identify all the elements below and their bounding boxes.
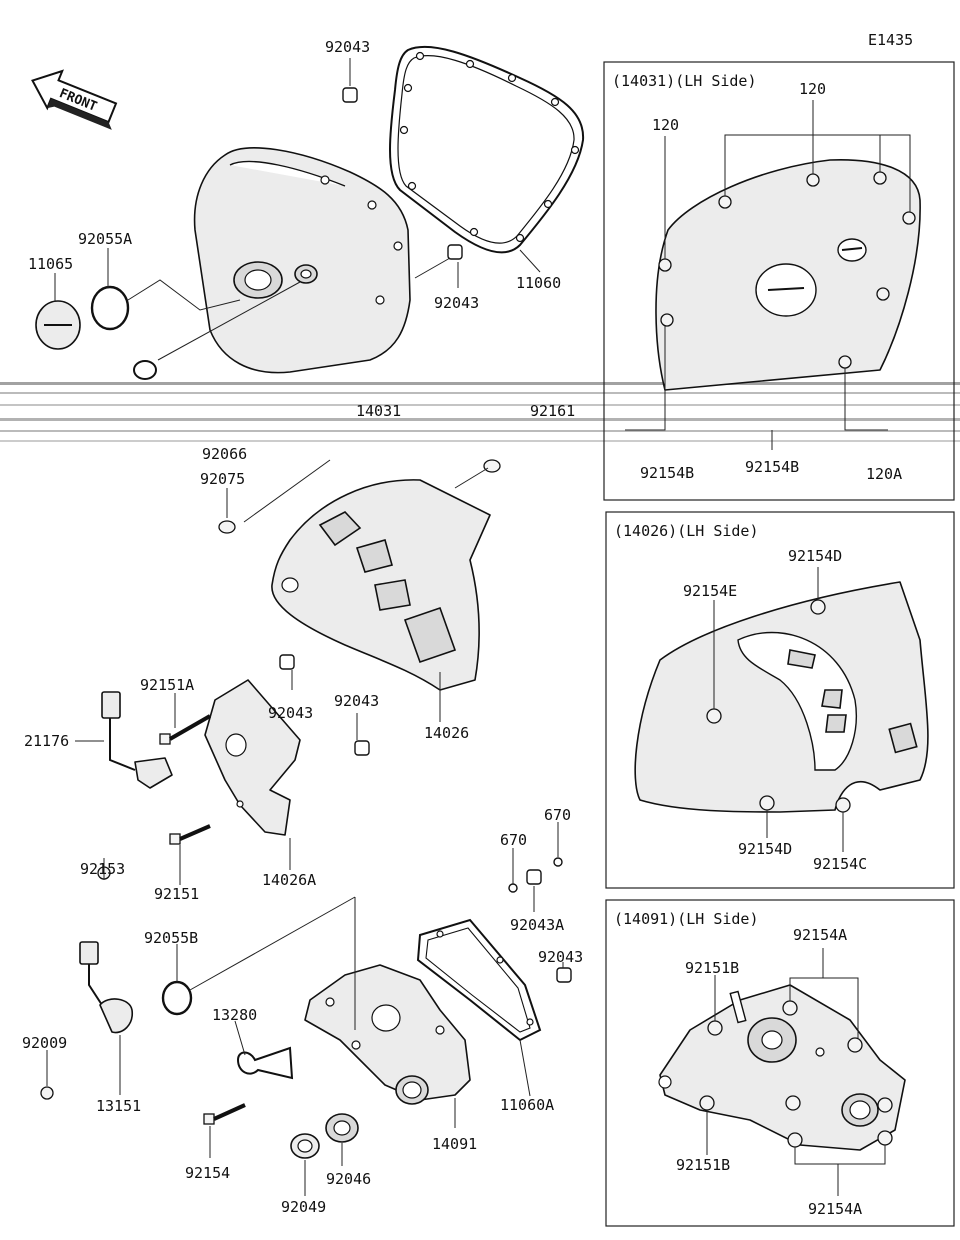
inset-box-14031: [603, 61, 955, 501]
inset-box-14026: [605, 511, 955, 889]
callout-92043-top: 92043: [325, 38, 370, 56]
scan-distortion: [0, 382, 960, 442]
callout-11065: 11065: [28, 255, 73, 273]
callout-14091: 14091: [432, 1135, 477, 1153]
o-ring-small: [133, 360, 157, 380]
bolt-92154: [203, 1103, 246, 1125]
callout-92046: 92046: [326, 1170, 371, 1188]
inset2-callout-92154D-a: 92154D: [788, 547, 842, 565]
sprocket-cover-14026: [271, 479, 491, 691]
spring-13280: [236, 1046, 294, 1080]
bolt-92009: [40, 1086, 54, 1100]
callout-670-b: 670: [544, 806, 571, 824]
callout-92055A: 92055A: [78, 230, 132, 248]
inset2-callout-92154D-b: 92154D: [738, 840, 792, 858]
nut-92075: [218, 520, 236, 534]
callout-670-a: 670: [500, 831, 527, 849]
inset-box-14091: [605, 899, 955, 1227]
callout-92153: 92153: [80, 860, 125, 878]
bolt-92151A: [159, 714, 211, 745]
front-arrow-icon: FRONT: [31, 69, 118, 130]
callout-92151A: 92151A: [140, 676, 194, 694]
callout-92043-c: 92043: [538, 948, 583, 966]
callout-92154: 92154: [185, 1164, 230, 1182]
plug-11065: [35, 300, 81, 350]
bolt-14026-top: [483, 459, 501, 473]
inset2-callout-92154E: 92154E: [683, 582, 737, 600]
inset3-callout-92154A-b: 92154A: [808, 1200, 862, 1218]
callout-92151: 92151: [154, 885, 199, 903]
callout-13280: 13280: [212, 1006, 257, 1024]
callout-11060A: 11060A: [500, 1096, 554, 1114]
inset-title-14026: (14026)(LH Side): [614, 522, 759, 540]
dowel-pin-top: [342, 87, 358, 103]
inset2-callout-92154C: 92154C: [813, 855, 867, 873]
callout-92161: 92161: [530, 402, 575, 420]
callout-11060: 11060: [516, 274, 561, 292]
sensor-13151: [79, 941, 133, 1034]
clutch-cover-14031: [193, 147, 411, 374]
callout-13151: 13151: [96, 1097, 141, 1115]
inset1-callout-120-a: 120: [799, 80, 826, 98]
inset-title-14091: (14091)(LH Side): [614, 910, 759, 928]
inset3-callout-92151B-a: 92151B: [685, 959, 739, 977]
callout-92043-b: 92043: [334, 692, 379, 710]
housing-14091: [304, 964, 471, 1105]
dowel-pin-92043-a: [279, 654, 295, 670]
dowel-pin-92043-b: [354, 740, 370, 756]
inset1-callout-120-b: 120: [652, 116, 679, 134]
callout-92066: 92066: [202, 445, 247, 463]
seal-92049: [290, 1133, 320, 1159]
dowel-pin-mid: [447, 244, 463, 260]
bracket-14026A: [204, 679, 301, 836]
bearing-92046: [325, 1113, 359, 1143]
callout-92009: 92009: [22, 1034, 67, 1052]
callout-92055B: 92055B: [144, 929, 198, 947]
diagram-id: E1435: [868, 31, 913, 49]
callout-92043-a: 92043: [268, 704, 313, 722]
inset-title-14031: (14031)(LH Side): [612, 72, 757, 90]
inset3-callout-92151B-b: 92151B: [676, 1156, 730, 1174]
gasket-11060: [389, 45, 585, 254]
callout-92043A: 92043A: [510, 916, 564, 934]
callout-14031: 14031: [356, 402, 401, 420]
callout-92075: 92075: [200, 470, 245, 488]
dowel-pin-92043A: [526, 869, 542, 885]
inset1-callout-120A: 120A: [866, 465, 902, 483]
o-ring-92055A: [90, 285, 130, 331]
callout-92049: 92049: [281, 1198, 326, 1216]
inset-cover-14031: [655, 159, 921, 391]
inset-cover-14026: [634, 581, 929, 813]
inset1-callout-92154B-b: 92154B: [745, 458, 799, 476]
dowel-pin-92043-c: [556, 967, 572, 983]
callout-92043-mid: 92043: [434, 294, 479, 312]
bolt-92151: [169, 824, 211, 845]
washer-670-a: [508, 883, 518, 893]
inset3-callout-92154A-a: 92154A: [793, 926, 847, 944]
callout-14026A: 14026A: [262, 871, 316, 889]
callout-14026: 14026: [424, 724, 469, 742]
callout-21176: 21176: [24, 732, 69, 750]
washer-670-b: [553, 857, 563, 867]
sensor-21176: [101, 691, 173, 789]
inset-housing-14091: [658, 984, 906, 1151]
inset1-callout-92154B-a: 92154B: [640, 464, 694, 482]
gasket-11060A: [416, 918, 542, 1042]
o-ring-92055B: [161, 980, 193, 1016]
